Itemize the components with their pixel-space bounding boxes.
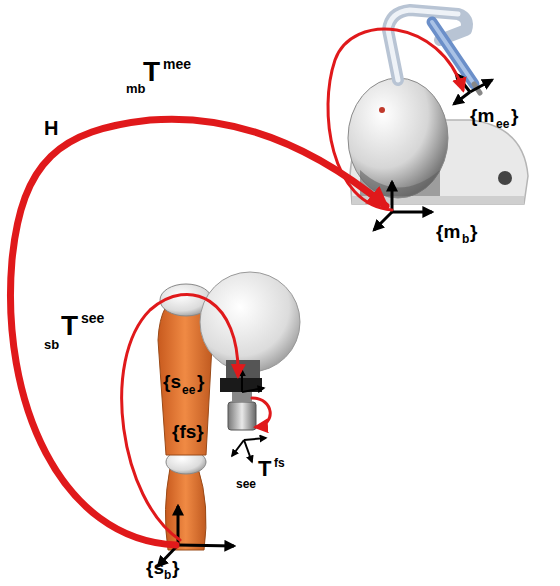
transform-symbol: T	[258, 458, 271, 480]
frame-label: }	[172, 558, 179, 577]
transform-symbol: T	[61, 312, 78, 340]
frame-label: {fs}	[172, 422, 204, 441]
frame-subscript: b	[462, 233, 469, 245]
transform-superscript: see	[81, 311, 104, 325]
transform-subscript: mb	[126, 82, 146, 95]
frame-subscript: ee	[496, 118, 509, 130]
frame-label: {s	[146, 558, 164, 577]
transform-label: H	[44, 118, 58, 138]
frame-label: }	[470, 222, 477, 241]
transform-subscript: see	[236, 478, 256, 490]
transform-arrows	[10, 29, 463, 545]
coordinate-frames	[158, 74, 492, 566]
frame-label: }	[197, 372, 204, 391]
transform-superscript: mee	[163, 57, 191, 71]
frame-subscript: ee	[182, 384, 195, 396]
transform-subscript: sb	[44, 338, 59, 351]
frame-label: {s	[163, 372, 181, 391]
haptic-device	[348, 10, 528, 204]
transform-superscript: fs	[274, 457, 285, 469]
transform-symbol: T	[143, 58, 160, 86]
robot-arm	[158, 272, 300, 550]
frame-label: {m	[436, 222, 460, 241]
frame-label: {m	[470, 106, 494, 125]
frame-label: }	[511, 106, 518, 125]
frame-subscript: b	[164, 569, 171, 581]
